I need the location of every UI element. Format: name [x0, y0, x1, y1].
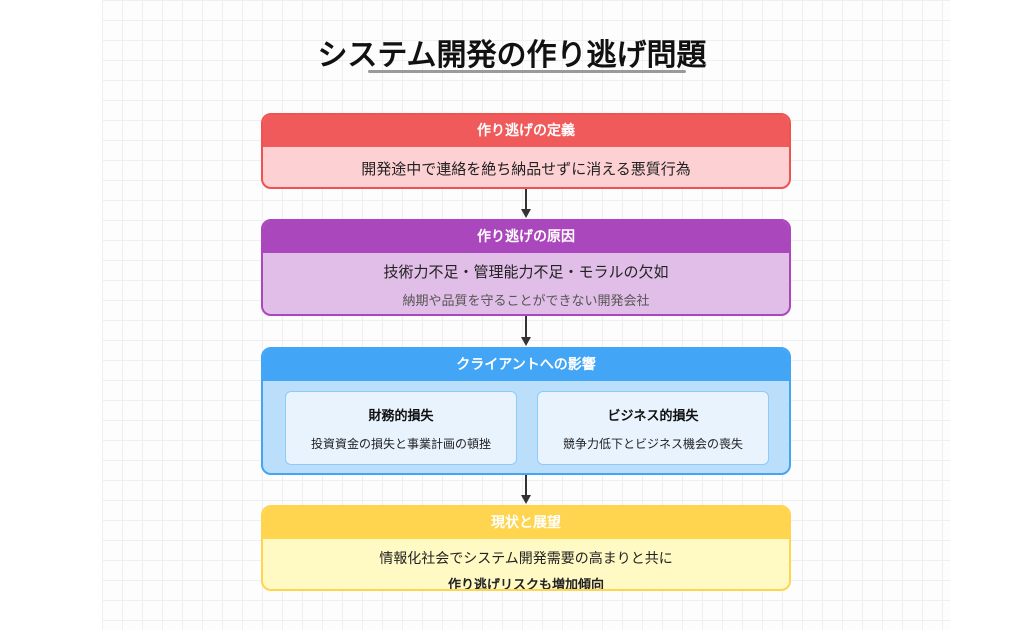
- causes-box: 作り逃げの原因 技術力不足・管理能力不足・モラルの欠如 納期や品質を守ることがで…: [261, 219, 791, 316]
- financial-loss-card: 財務的損失 投資資金の損失と事業計画の頓挫: [285, 391, 517, 465]
- financial-loss-text: 投資資金の損失と事業計画の頓挫: [310, 437, 491, 451]
- arrow-down-icon: [521, 475, 531, 504]
- business-loss-card: ビジネス的損失 競争力低下とビジネス機会の喪失: [537, 391, 769, 465]
- definition-text: 開発途中で連絡を絶ち納品せずに消える悪質行為: [361, 160, 691, 178]
- impact-header: クライアントへの影響: [263, 349, 789, 381]
- definition-box: 作り逃げの定義 開発途中で連絡を絶ち納品せずに消える悪質行為: [261, 113, 791, 189]
- definition-header: 作り逃げの定義: [263, 115, 789, 147]
- causes-main-text: 技術力不足・管理能力不足・モラルの欠如: [383, 263, 669, 281]
- causes-header: 作り逃げの原因: [263, 221, 789, 253]
- arrow-down-icon: [521, 189, 531, 218]
- page-title: システム開発の作り逃げ問題: [317, 38, 707, 73]
- outlook-line2: 作り逃げリスクも増加傾向: [447, 578, 604, 591]
- financial-loss-title: 財務的損失: [368, 409, 434, 424]
- impact-box: クライアントへの影響 財務的損失 投資資金の損失と事業計画の頓挫 ビジネス的損失…: [261, 347, 791, 475]
- outlook-line1: 情報化社会でシステム開発需要の高まりと共に: [379, 551, 673, 567]
- title-underline: [368, 70, 686, 73]
- causes-sub-text: 納期や品質を守ることができない開発会社: [402, 294, 650, 309]
- outlook-header: 現状と展望: [263, 507, 789, 539]
- business-loss-text: 競争力低下とビジネス機会の喪失: [562, 437, 743, 451]
- arrow-down-icon: [521, 316, 531, 346]
- outlook-box: 現状と展望 情報化社会でシステム開発需要の高まりと共に 作り逃げリスクも増加傾向: [261, 505, 791, 591]
- business-loss-title: ビジネス的損失: [607, 409, 699, 424]
